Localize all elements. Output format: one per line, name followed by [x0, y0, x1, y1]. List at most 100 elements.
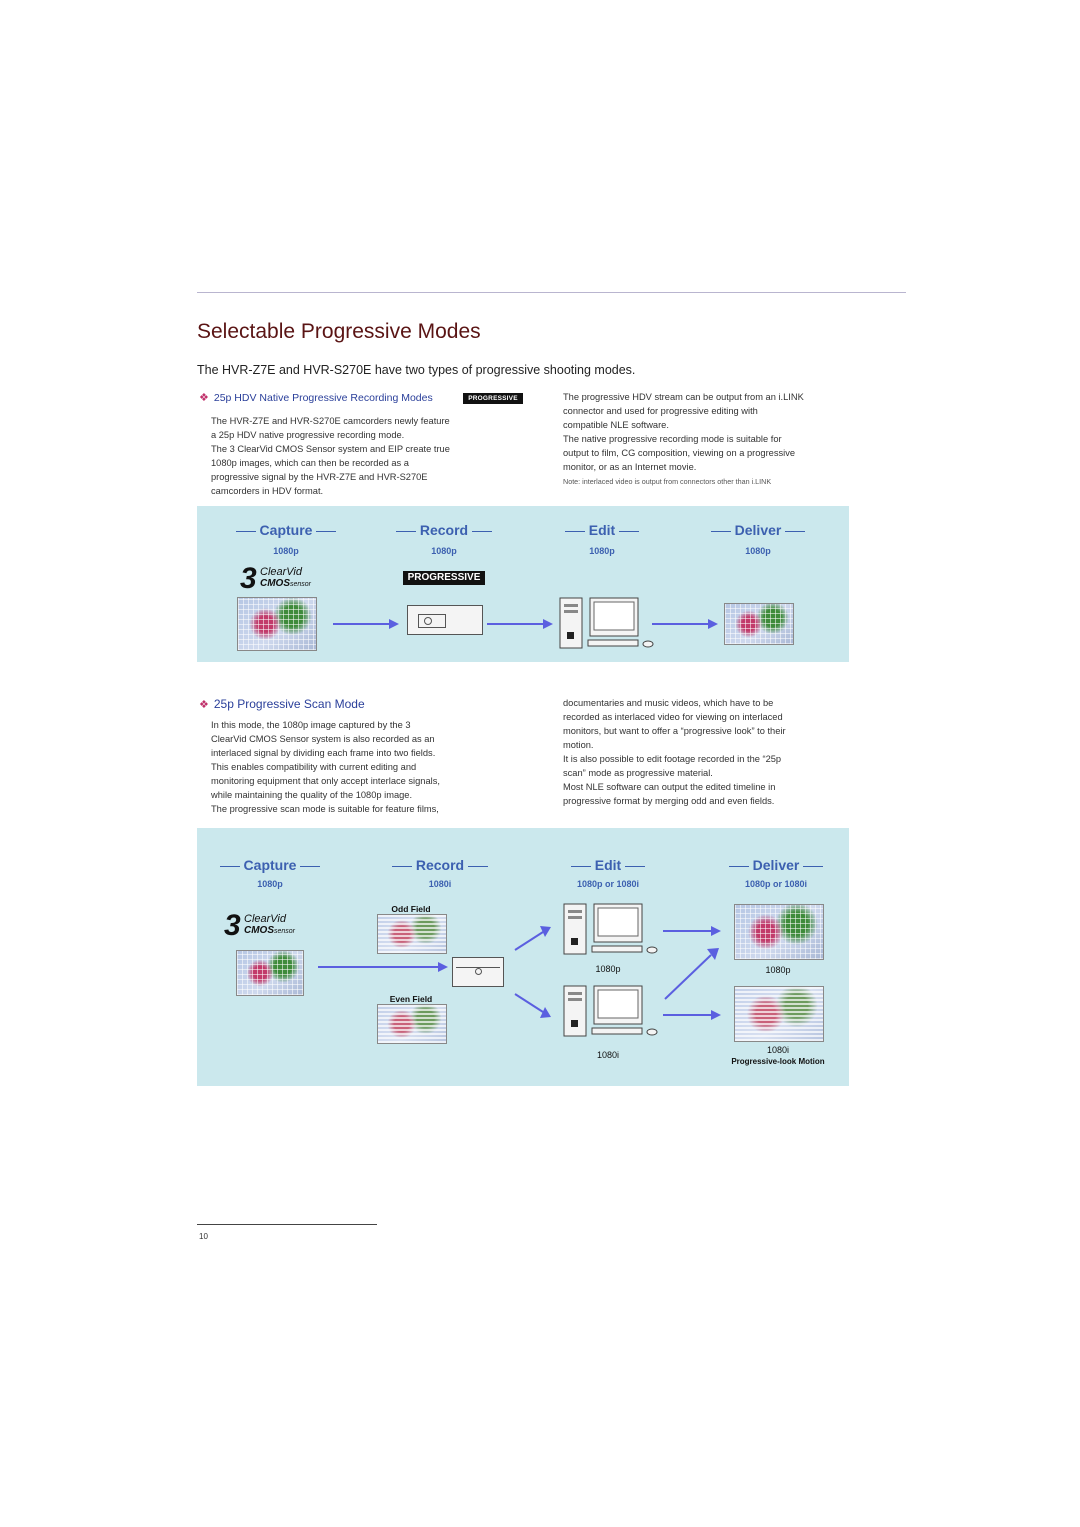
logo-cmos: CMOSsensor: [244, 925, 295, 936]
format-label: 1080p: [431, 546, 457, 556]
text-line: monitor, or as an Internet movie.: [563, 462, 697, 472]
edit-bottom-label: 1080i: [596, 1050, 620, 1060]
capture-image: [236, 950, 304, 996]
stage-deliver: Deliver: [720, 857, 832, 873]
stage-capture: Capture: [230, 522, 342, 538]
arrow-right-icon: [318, 962, 448, 972]
text-line: compatible NLE software.: [563, 420, 669, 430]
text-line: connector and used for progressive editi…: [563, 406, 758, 416]
text-line: monitoring equipment that only accept in…: [211, 776, 440, 786]
arrow-up-right-icon: [514, 926, 551, 951]
computer-icon: [559, 597, 654, 649]
progressive-badge: PROGRESSIVE: [463, 393, 523, 404]
section2-left-text: In this mode, the 1080p image captured b…: [211, 718, 511, 816]
logo-clearvid: ClearVid: [260, 566, 302, 578]
arrow-right-icon: [663, 926, 721, 936]
text-line: scan” mode as progressive material.: [563, 768, 713, 778]
progressive-look-label: Progressive-look Motion: [731, 1057, 825, 1066]
text-line: The 3 ClearVid CMOS Sensor system and EI…: [211, 444, 450, 454]
arrow-right-icon: [487, 619, 553, 629]
text-line: documentaries and music videos, which ha…: [563, 698, 774, 708]
odd-field-image: [377, 914, 447, 954]
text-line: interlaced signal by dividing each frame…: [211, 748, 436, 758]
text-line: progressive signal by the HVR-Z7E and HV…: [211, 472, 428, 482]
stage-record: Record: [384, 857, 496, 873]
logo-sensor-text: sensor: [274, 928, 296, 935]
arrow-right-icon: [663, 1010, 721, 1020]
edit-top-label: 1080p: [595, 964, 621, 974]
section2-heading: ❖ 25p Progressive Scan Mode: [199, 697, 365, 711]
text-line: It is also possible to edit footage reco…: [563, 754, 782, 764]
logo-cmos-text: CMOS: [260, 578, 290, 589]
even-field-image: [377, 1004, 447, 1044]
format-label: 1080p: [745, 546, 771, 556]
odd-field-label: Odd Field: [391, 904, 431, 914]
stage-edit: Edit: [552, 857, 664, 873]
page-title: Selectable Progressive Modes: [197, 320, 481, 343]
logo-numeral: 3: [224, 909, 241, 942]
clearvid-cmos-logo: 3 ClearVid CMOSsensor: [240, 562, 340, 595]
progressive-label: PROGRESSIVE: [403, 571, 485, 585]
arrow-right-icon: [652, 619, 718, 629]
text-line: The HVR-Z7E and HVR-S270E camcorders new…: [211, 416, 450, 426]
section1-heading-text: 25p HDV Native Progressive Recording Mod…: [213, 391, 433, 404]
section2-right-text: documentaries and music videos, which ha…: [563, 696, 863, 808]
format-label: 1080p or 1080i: [576, 879, 640, 889]
text-line: output to film, CG composition, viewing …: [563, 448, 796, 458]
text-line: Most NLE software can output the edited …: [563, 782, 776, 792]
stage-deliver: Deliver: [702, 522, 814, 538]
arrow-right-icon: [333, 619, 399, 629]
deliver-image: [724, 603, 794, 645]
text-line: camcorders in HDV format.: [211, 486, 324, 496]
text-line: monitors, but want to offer a “progressi…: [563, 726, 786, 736]
computer-icon: [563, 903, 658, 955]
text-line: 1080p images, which can then be recorded…: [211, 458, 409, 468]
stage-edit: Edit: [546, 522, 658, 538]
top-divider: [197, 292, 906, 293]
format-label: 1080p: [273, 546, 299, 556]
clearvid-cmos-logo: 3 ClearVid CMOSsensor: [224, 909, 324, 942]
logo-numeral: 3: [240, 562, 257, 595]
deliver-1080i-image: [734, 986, 824, 1042]
logo-cmos: CMOSsensor: [260, 578, 311, 589]
stage-record: Record: [388, 522, 500, 538]
footer-rule: [197, 1224, 377, 1225]
text-line: In this mode, the 1080p image captured b…: [211, 720, 411, 730]
capture-image: [237, 597, 317, 651]
arrow-up-right-icon: [664, 948, 719, 1000]
text-line: ClearVid CMOS Sensor system is also reco…: [211, 734, 435, 744]
format-label: 1080i: [428, 879, 452, 889]
deliver-top-label: 1080p: [765, 965, 791, 975]
note-text: Note: interlaced video is output from co…: [563, 477, 772, 486]
tape-cassette-icon: [407, 605, 483, 635]
text-line: This enables compatibility with current …: [211, 762, 417, 772]
diamond-bullet-icon: ❖: [199, 698, 209, 711]
deliver-bottom-label: 1080i: [766, 1045, 790, 1055]
computer-icon: [563, 985, 658, 1037]
diamond-bullet-icon: ❖: [199, 392, 209, 404]
tape-cassette-icon: [452, 957, 504, 987]
stage-capture: Capture: [214, 857, 326, 873]
text-line: progressive format by merging odd and ev…: [563, 796, 775, 806]
text-line: while maintaining the quality of the 108…: [211, 790, 413, 800]
text-line: a 25p HDV native progressive recording m…: [211, 430, 405, 440]
format-label: 1080p: [257, 879, 283, 889]
arrow-down-right-icon: [514, 993, 551, 1018]
section1-left-text: The HVR-Z7E and HVR-S270E camcorders new…: [211, 414, 511, 498]
text-line: The progressive scan mode is suitable fo…: [211, 804, 439, 814]
text-line: recorded as interlaced video for viewing…: [563, 712, 783, 722]
text-line: motion.: [563, 740, 594, 750]
logo-sensor-text: sensor: [290, 581, 312, 588]
text-line: The progressive HDV stream can be output…: [563, 392, 804, 402]
even-field-label: Even Field: [389, 994, 433, 1004]
section2-heading-text: 25p Progressive Scan Mode: [213, 697, 365, 711]
text-line: The native progressive recording mode is…: [563, 434, 782, 444]
deliver-1080p-image: [734, 904, 824, 960]
section1-right-text: The progressive HDV stream can be output…: [563, 390, 863, 474]
page-number: 10: [199, 1232, 208, 1241]
section1-heading: ❖ 25p HDV Native Progressive Recording M…: [199, 391, 433, 405]
intro-text: The HVR-Z7E and HVR-S270E have two types…: [197, 363, 636, 377]
logo-cmos-text: CMOS: [244, 925, 274, 936]
format-label: 1080p: [589, 546, 615, 556]
format-label: 1080p or 1080i: [744, 879, 808, 889]
